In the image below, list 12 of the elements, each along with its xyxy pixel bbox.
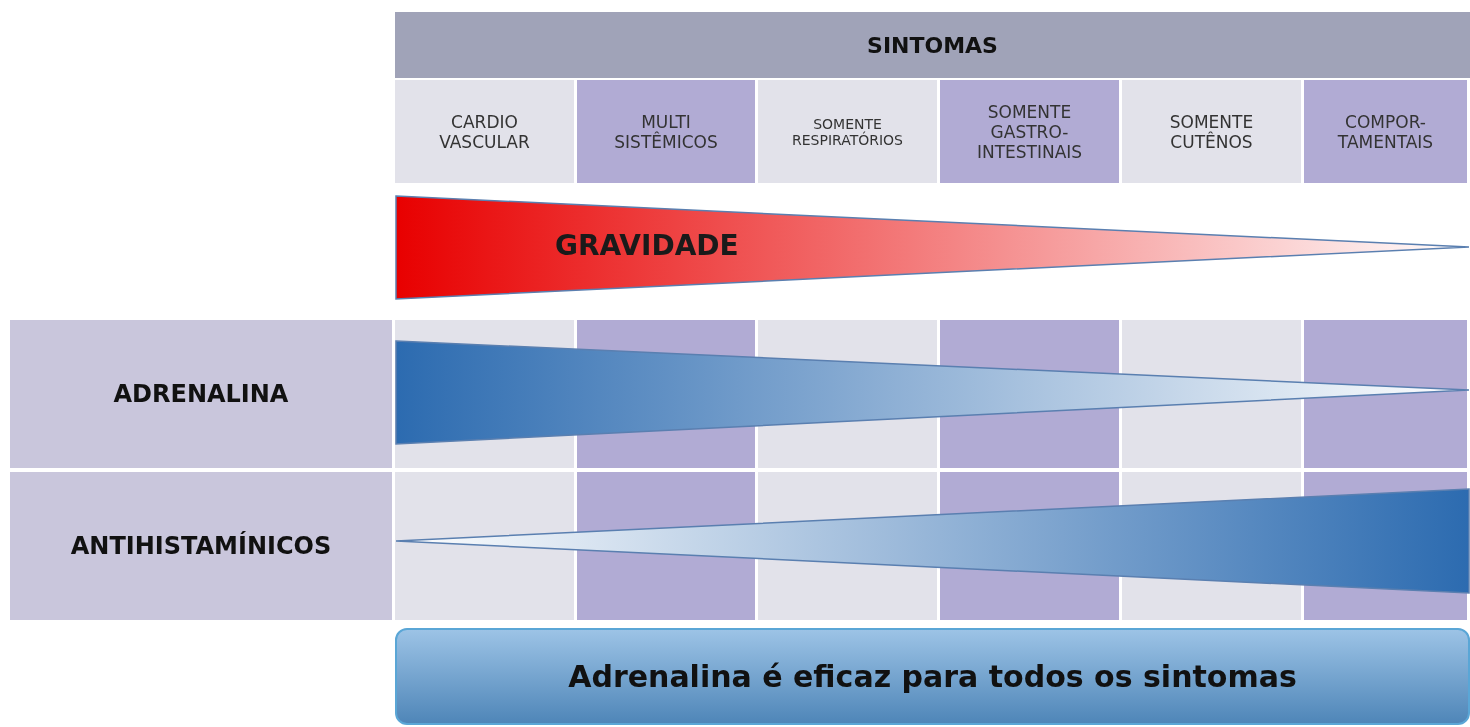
column-header: SOMENTE GASTRO- INTESTINAIS	[940, 80, 1119, 183]
column-header: COMPOR- TAMENTAIS	[1304, 80, 1467, 183]
row-header: ADRENALINA	[10, 320, 392, 468]
column-header: CARDIO VASCULAR	[395, 80, 574, 183]
column-header: SOMENTE RESPIRATÓRIOS	[758, 80, 937, 183]
column-header: MULTI SISTÊMICOS	[577, 80, 755, 183]
header-band: SINTOMAS	[395, 12, 1470, 78]
row-header: ANTIHISTAMÍNICOS	[10, 472, 392, 620]
column-header: SOMENTE CUTÊNOS	[1122, 80, 1301, 183]
conclusion-banner: Adrenalina é eficaz para todos os sintomas	[395, 628, 1470, 725]
wedge-label: GRAVIDADE	[555, 229, 739, 262]
severity-wedge	[395, 195, 1470, 301]
